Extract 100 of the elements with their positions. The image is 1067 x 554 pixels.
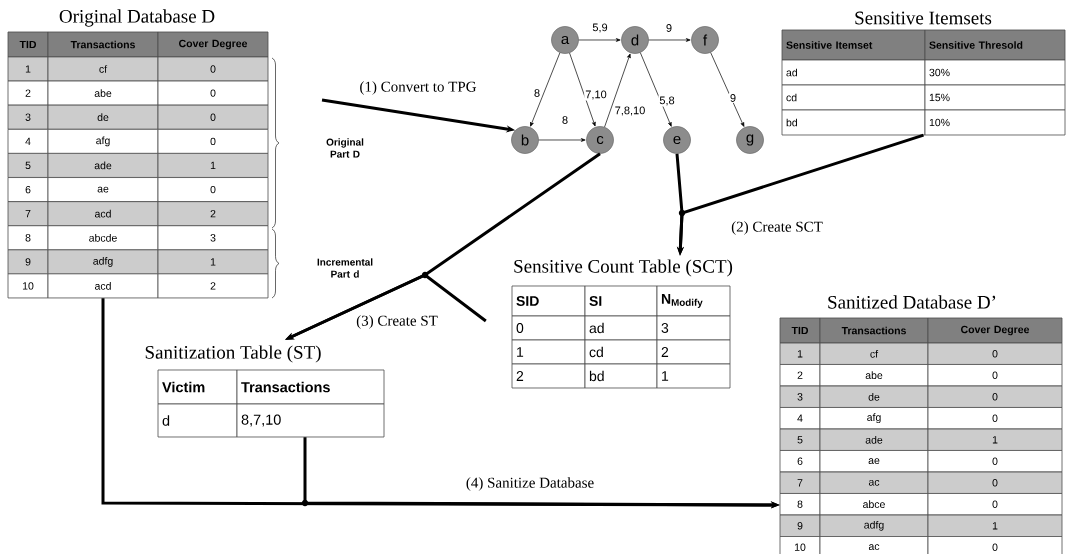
arrow bbox=[578, 38, 621, 42]
table-cell: d bbox=[157, 403, 238, 438]
table-cell: 1 bbox=[7, 56, 49, 82]
table-cell: 6 bbox=[779, 450, 821, 473]
edge-label: (4) Sanitize Database bbox=[464, 476, 596, 492]
edge-label: 9 bbox=[664, 23, 674, 33]
edge-label: 5,8 bbox=[658, 95, 676, 107]
table-cell: 0 bbox=[927, 385, 1063, 408]
table-cell: 10 bbox=[7, 273, 49, 299]
table-cell: 0 bbox=[927, 407, 1063, 430]
table-cell: Transactions bbox=[236, 369, 385, 405]
brace-label: Original Part D bbox=[326, 138, 364, 158]
table-cell: 3 bbox=[7, 104, 49, 130]
edge-label: 5,9 bbox=[591, 22, 609, 34]
table-cell: 0 bbox=[927, 493, 1063, 516]
table-title: Original Database D bbox=[59, 9, 215, 27]
edge-label: 8 bbox=[532, 88, 542, 98]
arrow bbox=[640, 52, 672, 127]
edge-label: 9 bbox=[728, 93, 738, 103]
table-cell: 2 bbox=[656, 339, 731, 365]
graph-vertex: e bbox=[663, 126, 691, 154]
table-title: Sanitization Table (ST) bbox=[145, 345, 321, 363]
table-cell: 0 bbox=[157, 177, 269, 203]
table-cell: 3 bbox=[157, 225, 269, 251]
arrow bbox=[538, 138, 586, 142]
edge-label: 8 bbox=[560, 115, 570, 125]
table-cell: 2 bbox=[779, 364, 821, 387]
graph-vertex: c bbox=[586, 126, 614, 154]
table-cell: 0 bbox=[157, 104, 269, 130]
table-cell: SID bbox=[511, 285, 586, 317]
table-cell: Sensitive Thresold bbox=[924, 29, 1066, 61]
table-cell: 1 bbox=[927, 514, 1063, 537]
table-cell: 9 bbox=[7, 249, 49, 275]
graph-vertex: f bbox=[691, 26, 719, 54]
table-cell: 8 bbox=[7, 225, 49, 251]
table-cell: 2 bbox=[157, 273, 269, 299]
edge-label: 7,8,10 bbox=[613, 105, 647, 117]
brace-label: Incremental Part d bbox=[317, 258, 373, 278]
table-cell: 7 bbox=[779, 471, 821, 494]
table-cell: 5 bbox=[779, 428, 821, 451]
table-cell: N$_{Modify}$ bbox=[656, 285, 731, 317]
table-title: Sensitive Count Table (SCT) bbox=[514, 259, 733, 277]
arrow bbox=[710, 52, 745, 127]
table-cell: 0 bbox=[157, 80, 269, 106]
arrow bbox=[569, 52, 596, 127]
graph-vertex: d bbox=[621, 26, 649, 54]
table-cell: 1 bbox=[779, 342, 821, 365]
edge-label: (3) Create ST bbox=[355, 314, 439, 330]
table-cell: 0 bbox=[157, 128, 269, 154]
arrow bbox=[604, 53, 631, 128]
table-cell: cd bbox=[584, 339, 658, 365]
table-cell: bd bbox=[584, 363, 658, 389]
edge-label: (1) Convert to TPG bbox=[358, 80, 478, 96]
table-cell: bd bbox=[781, 109, 926, 136]
table-cell: 10 bbox=[779, 536, 821, 554]
table-cell: 2 bbox=[157, 201, 269, 227]
table-cell: 0 bbox=[927, 364, 1063, 387]
table-cell: 5 bbox=[7, 152, 49, 178]
graph-vertex: g bbox=[736, 126, 764, 154]
table-cell: Sensitive Itemset bbox=[781, 29, 926, 61]
table-cell: SI bbox=[584, 285, 658, 317]
table-cell: 7 bbox=[7, 201, 49, 227]
table-cell: 0 bbox=[927, 471, 1063, 494]
table-cell: 1 bbox=[927, 428, 1063, 451]
table-cell: 30% bbox=[924, 59, 1066, 86]
table-cell: 3 bbox=[656, 315, 731, 341]
table-cell: 4 bbox=[779, 407, 821, 430]
table-cell: 3 bbox=[779, 385, 821, 408]
table-cell: 1 bbox=[157, 152, 269, 178]
table-cell: 0 bbox=[927, 342, 1063, 365]
table-cell: 1 bbox=[157, 249, 269, 275]
table-cell: 1 bbox=[511, 339, 586, 365]
table-cell: 0 bbox=[927, 450, 1063, 473]
table-cell: 0 bbox=[927, 536, 1063, 554]
graph-vertex: a bbox=[551, 26, 579, 54]
table-cell: 8 bbox=[779, 493, 821, 516]
table-cell: ad bbox=[781, 59, 926, 86]
table-title: Sensitive Itemsets bbox=[855, 11, 992, 25]
table-cell: 6 bbox=[7, 177, 49, 203]
table-cell: 15% bbox=[924, 84, 1066, 111]
table-cell: 4 bbox=[7, 128, 49, 154]
arrow bbox=[530, 52, 561, 127]
table-title: Sanitized Database D’ bbox=[828, 295, 996, 309]
table-cell: 8,7,10 bbox=[236, 403, 385, 438]
table-cell: Cover Degree bbox=[927, 317, 1063, 344]
table-cell: 9 bbox=[779, 514, 821, 537]
table-cell: Victim bbox=[157, 369, 238, 405]
table-cell: 0 bbox=[511, 315, 586, 341]
table-cell: TID bbox=[7, 31, 49, 58]
table-cell: 10% bbox=[924, 109, 1066, 136]
arrow bbox=[648, 38, 691, 42]
table-cell: ad bbox=[584, 315, 658, 341]
table-cell: TID bbox=[779, 317, 821, 344]
table-cell: 0 bbox=[157, 56, 269, 82]
table-cell: Cover Degree bbox=[157, 31, 269, 58]
edge-label: (2) Create SCT bbox=[730, 220, 824, 236]
table-cell: 1 bbox=[656, 363, 731, 389]
table-cell: 2 bbox=[511, 363, 586, 389]
edge-label: 7,10 bbox=[584, 89, 608, 101]
table-cell: cd bbox=[781, 84, 926, 111]
